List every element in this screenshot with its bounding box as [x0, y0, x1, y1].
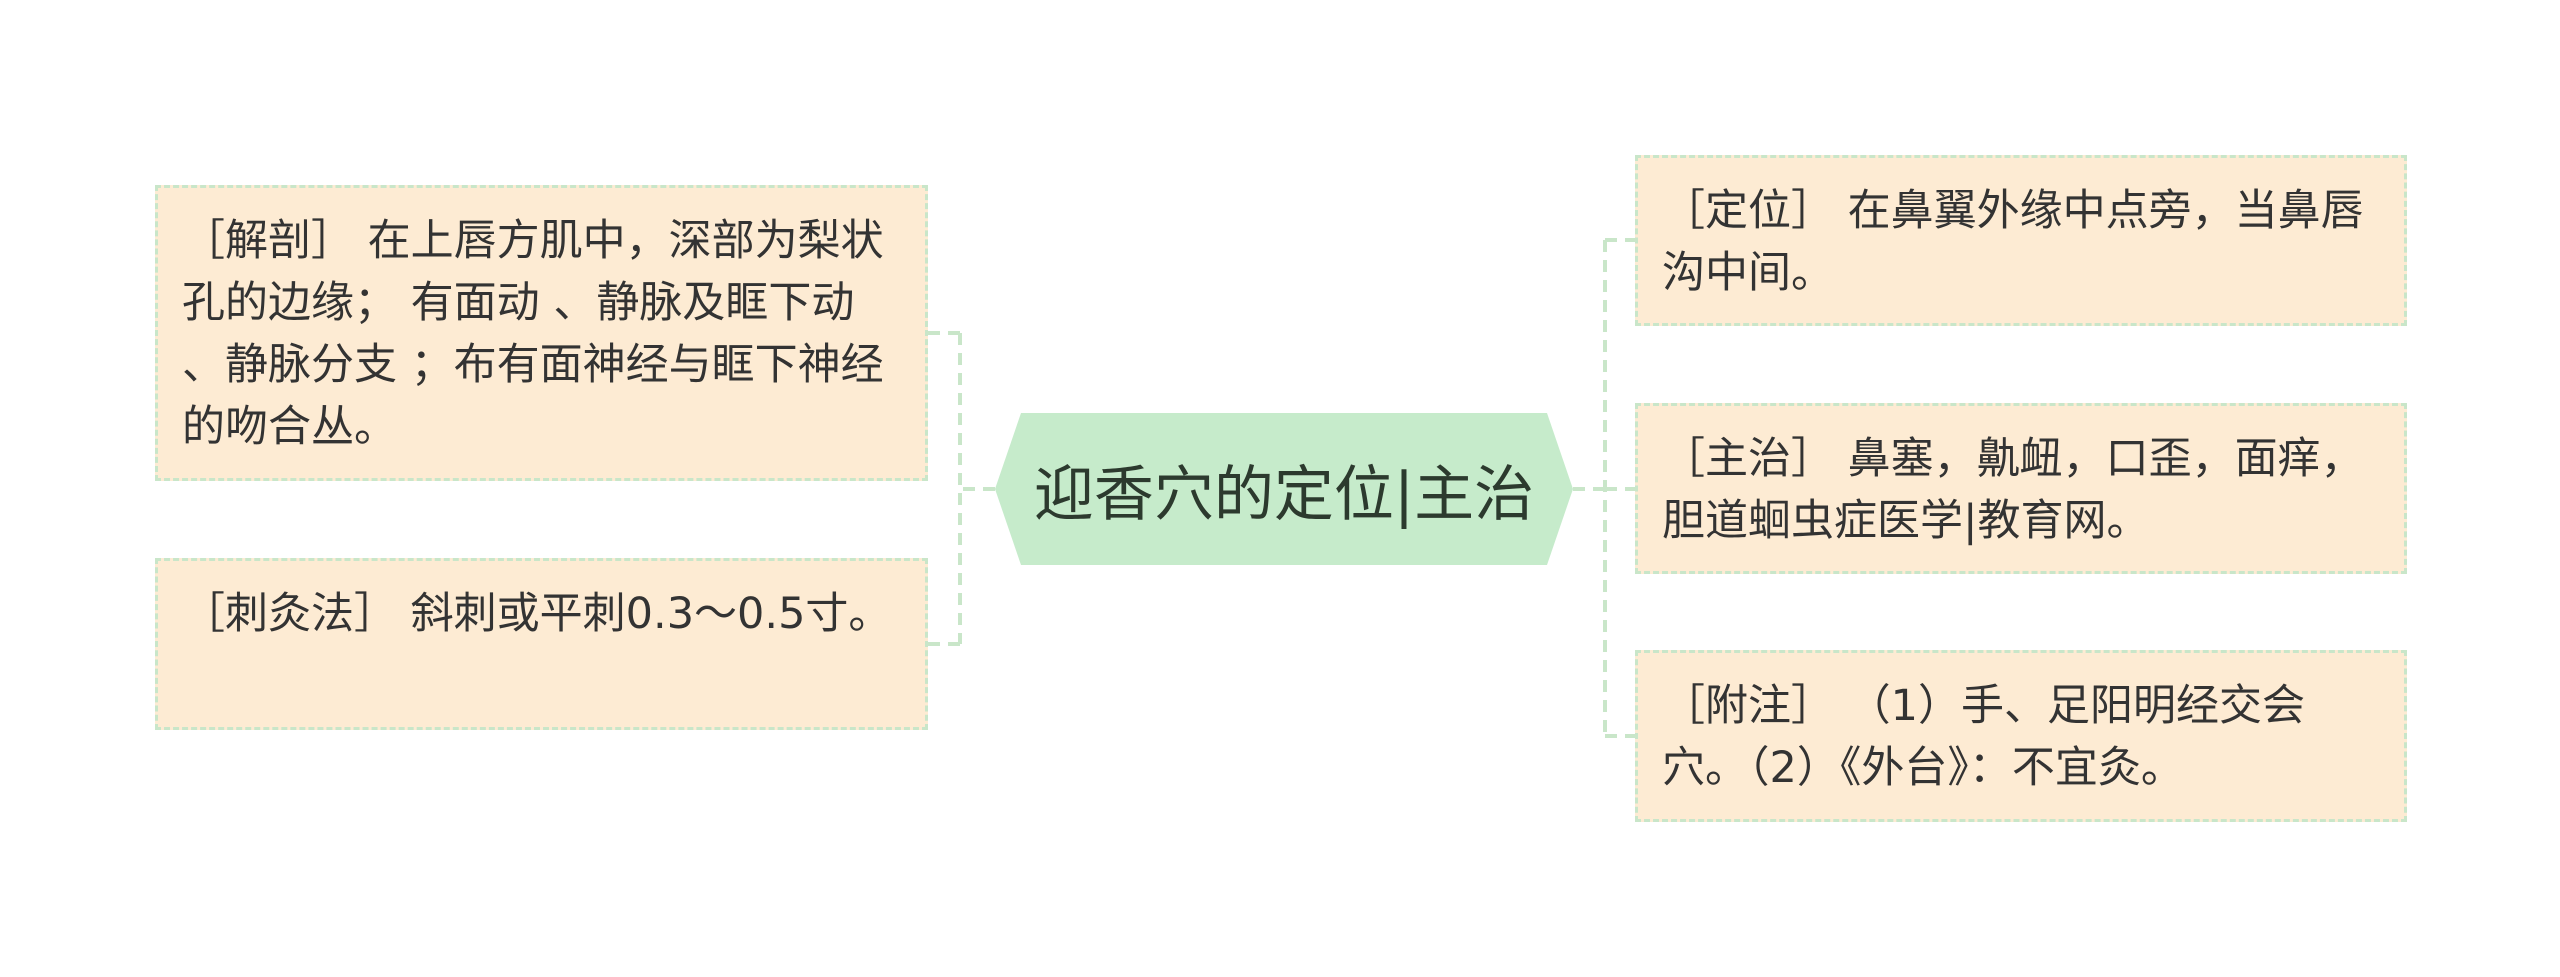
- topic-indications-text: ［主治］ 鼻塞，鼽衄，口歪，面痒，胆道蛔虫症医学|教育网。: [1662, 434, 2364, 546]
- topic-needling-method[interactable]: ［刺灸法］ 斜刺或平刺0.3～0.5寸。: [155, 558, 928, 730]
- topic-anatomy[interactable]: ［解剖］ 在上唇方肌中，深部为梨状孔的边缘； 有面动 、静脉及眶下动 、静脉分支…: [155, 185, 928, 481]
- topic-location[interactable]: ［定位］ 在鼻翼外缘中点旁，当鼻唇沟中间。: [1635, 155, 2407, 326]
- central-topic[interactable]: 迎香穴的定位|主治: [995, 413, 1573, 565]
- topic-needling-method-text: ［刺灸法］ 斜刺或平刺0.3～0.5寸。: [182, 589, 892, 639]
- topic-notes[interactable]: ［附注］ （1）手、足阳明经交会穴。（2）《外台》：不宜灸。: [1635, 650, 2407, 822]
- topic-indications[interactable]: ［主治］ 鼻塞，鼽衄，口歪，面痒，胆道蛔虫症医学|教育网。: [1635, 403, 2407, 574]
- central-topic-label: 迎香穴的定位|主治: [1033, 459, 1535, 530]
- topic-notes-text: ［附注］ （1）手、足阳明经交会穴。（2）《外台》：不宜灸。: [1662, 681, 2306, 793]
- topic-anatomy-text: ［解剖］ 在上唇方肌中，深部为梨状孔的边缘； 有面动 、静脉及眶下动 、静脉分支…: [182, 216, 884, 452]
- topic-location-text: ［定位］ 在鼻翼外缘中点旁，当鼻唇沟中间。: [1662, 186, 2364, 298]
